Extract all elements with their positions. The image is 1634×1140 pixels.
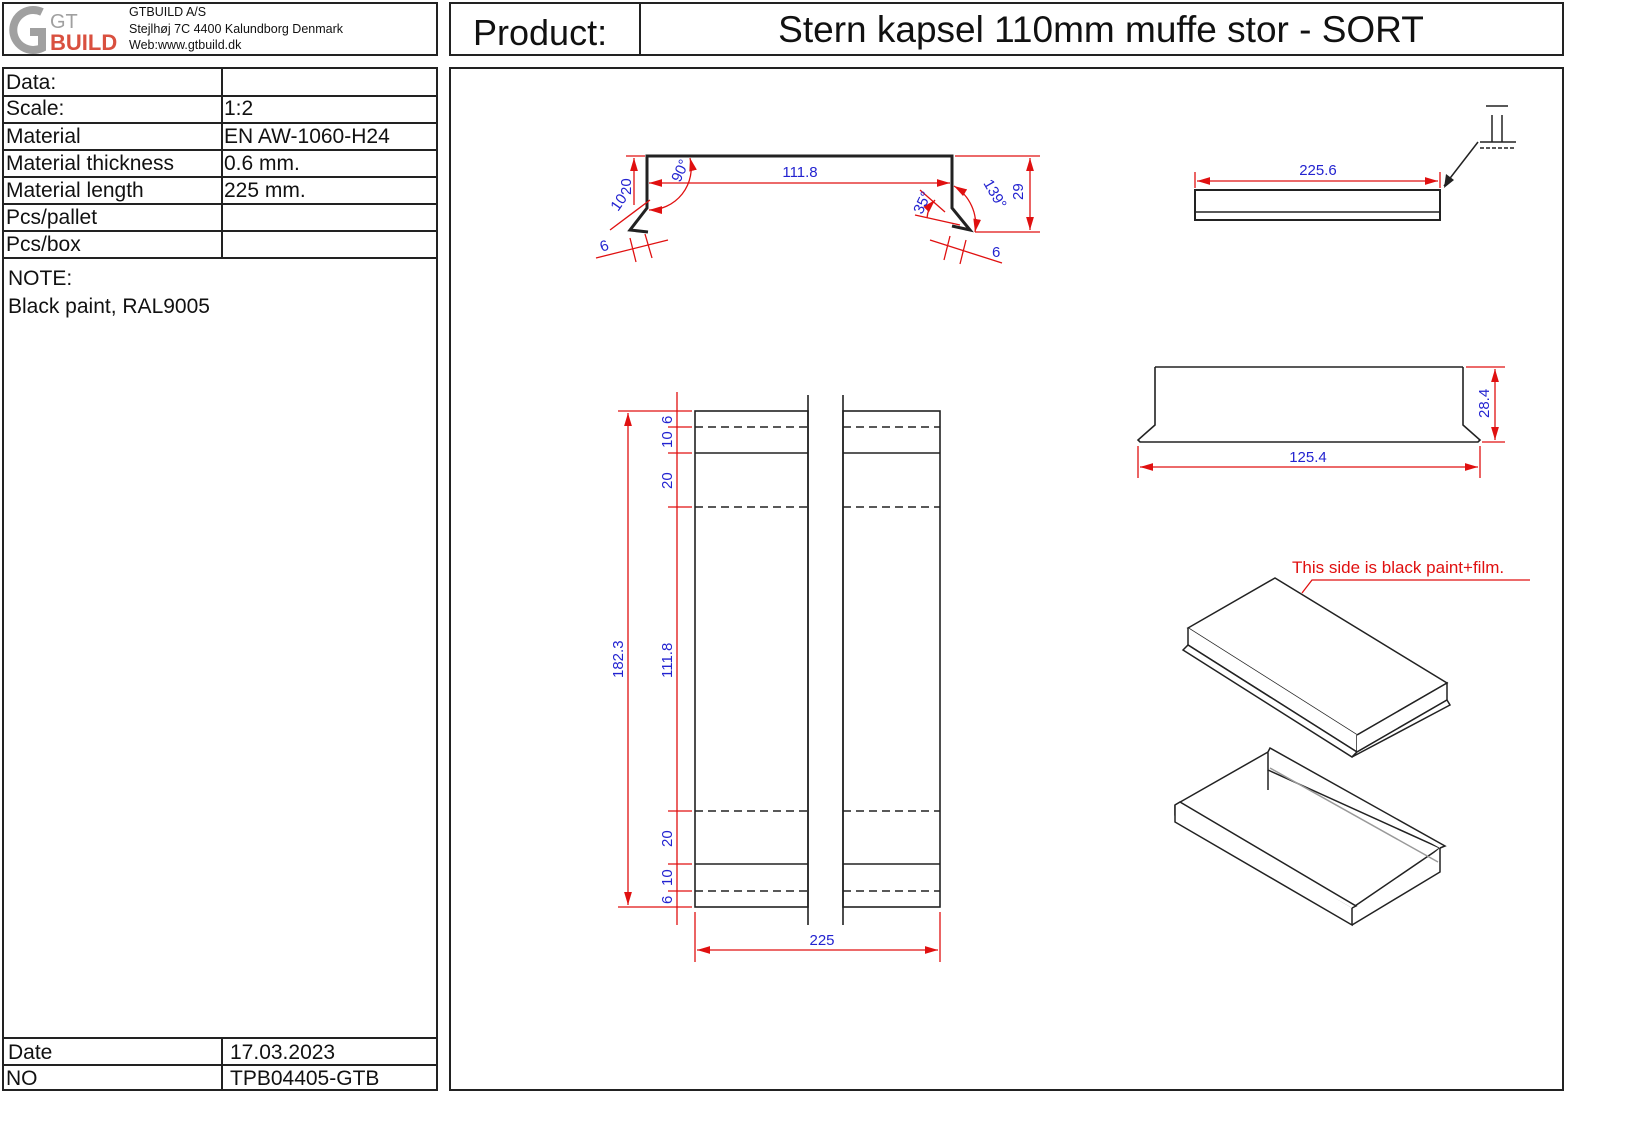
spec-value-thickness: 0.6 mm. xyxy=(224,152,300,175)
flat-pattern: 182.3 6 10 20 111.8 20 10 6 225 xyxy=(610,392,941,962)
dim-flat-seg-1: 6 xyxy=(659,416,676,424)
dim-profile-height: 29 xyxy=(1010,183,1027,200)
dim-flat-seg-6: 10 xyxy=(659,869,676,886)
dim-side-width: 125.4 xyxy=(1289,449,1327,466)
gtbuild-logo: GT BUILD xyxy=(9,6,117,55)
logo-text-gt: GT xyxy=(50,11,78,33)
spec-label-material: Material xyxy=(6,125,81,148)
spec-label-box: Pcs/box xyxy=(6,233,81,256)
dim-flat-seg-7: 6 xyxy=(659,896,676,904)
company-address: Stejlhøj 7C 4400 Kalundborg Denmark xyxy=(129,22,344,36)
spec-table: Data: Scale: 1:2 Material EN AW-1060-H24… xyxy=(2,67,438,1091)
dim-profile-width: 111.8 xyxy=(782,164,817,181)
number-label: NO xyxy=(6,1067,38,1090)
dim-flat-total: 182.3 xyxy=(610,640,627,678)
dim-flange-20: 20 xyxy=(618,178,635,195)
spec-label-thickness: Material thickness xyxy=(6,152,175,175)
dim-lip-left: 6 xyxy=(598,237,612,256)
dim-side-height: 28.4 xyxy=(1476,389,1493,418)
note-text: Black paint, RAL9005 xyxy=(8,295,210,318)
side-view: 28.4 125.4 xyxy=(1136,366,1505,478)
dim-angle-35: 35° xyxy=(910,189,935,217)
date-value: 17.03.2023 xyxy=(230,1041,336,1064)
company-web: Web:www.gtbuild.dk xyxy=(129,38,242,52)
product-label: Product: xyxy=(473,12,608,53)
date-label: Date xyxy=(8,1041,53,1064)
drawing-frame xyxy=(449,67,1564,1091)
note-title: NOTE: xyxy=(8,267,73,290)
dim-angle-139: 139° xyxy=(980,177,1010,212)
dim-flange-10: 10 xyxy=(607,191,630,214)
spec-label-data: Data: xyxy=(6,71,57,94)
dim-flat-seg-2: 10 xyxy=(659,431,676,448)
logo-text-build: BUILD xyxy=(50,30,117,55)
spec-value-length: 225 mm. xyxy=(224,179,306,202)
spec-value-scale: 1:2 xyxy=(224,97,254,120)
paint-film-note: This side is black paint+film. xyxy=(1292,558,1504,577)
top-view: 225.6 xyxy=(1194,105,1516,221)
number-value: TPB04405-GTB xyxy=(230,1067,380,1090)
spec-label-pallet: Pcs/pallet xyxy=(6,206,98,229)
dim-lip-right: 6 xyxy=(992,244,1000,261)
spec-value-material: EN AW-1060-H24 xyxy=(224,125,390,148)
profile-view: 111.8 29 20 10 6 90° 35° 139° 6 xyxy=(595,154,1040,265)
surface-symbol xyxy=(1480,105,1516,149)
dim-flat-seg-4: 111.8 xyxy=(659,643,676,678)
product-header: Product: Stern kapsel 110mm muffe stor -… xyxy=(449,2,1564,56)
dim-flat-length: 225 xyxy=(809,932,834,949)
company-block: GT BUILD GTBUILD A/S Stejlhøj 7C 4400 Ka… xyxy=(2,2,438,56)
isometric-views xyxy=(1174,577,1530,927)
dim-flat-seg-5: 20 xyxy=(659,830,676,847)
spec-label-length: Material length xyxy=(6,179,144,202)
dim-flat-seg-3: 20 xyxy=(659,472,676,489)
product-name: Stern kapsel 110mm muffe stor - SORT xyxy=(778,9,1424,50)
dim-top-length: 225.6 xyxy=(1299,162,1337,179)
spec-label-scale: Scale: xyxy=(6,97,65,120)
company-name: GTBUILD A/S xyxy=(129,5,207,19)
